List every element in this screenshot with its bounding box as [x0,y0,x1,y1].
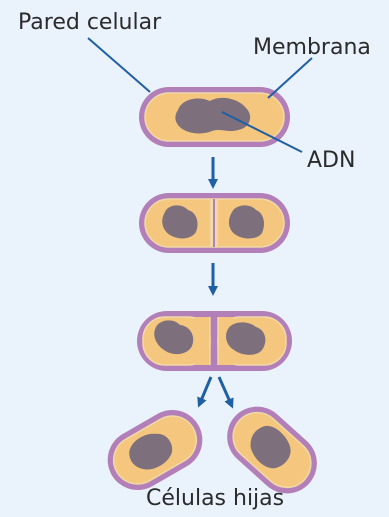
dividing-cell [139,193,290,253]
arrow-down-left [197,376,213,408]
dna-blob [129,433,173,470]
daughter-cell-right [227,406,317,494]
parent-cell [139,87,290,147]
dna-label: ADN [307,148,356,173]
dna-blob [175,97,251,134]
daughter-cell-left [107,410,203,490]
septum-fill-left [195,317,210,365]
daughter-cells-label: Células hijas [146,486,285,511]
dna-blob-left [154,320,194,355]
cell-wall-label: Pared celular [18,10,162,35]
dna-leader-line [221,111,303,153]
membrane-label: Membrana [253,35,371,60]
separating-cell [137,311,292,371]
arrow-down-right [217,376,234,409]
dna-blob-right [228,205,264,239]
dna-blob [250,425,291,469]
membrane-leader-line [267,57,313,99]
cell-wall-leader-line [87,37,151,93]
dna-blob-left [162,205,198,239]
dna-blob-right [226,322,266,355]
